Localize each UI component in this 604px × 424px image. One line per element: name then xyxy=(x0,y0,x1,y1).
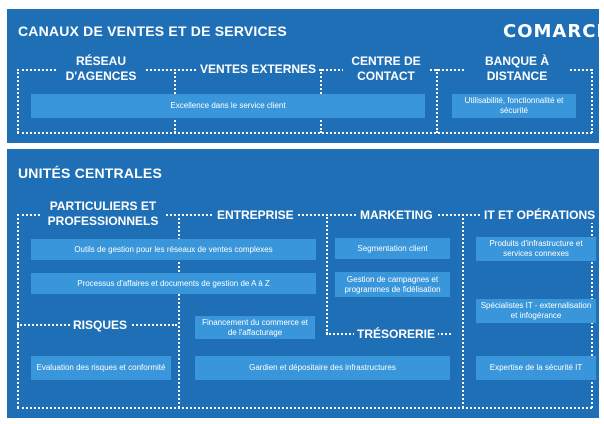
box-produits-infrastructure: Produits d'infrastructure et services co… xyxy=(476,237,596,261)
units-dotted-left-line xyxy=(17,214,19,408)
core-units-title: UNITÉS CENTRALES xyxy=(18,165,162,181)
channels-divider-3 xyxy=(436,69,438,133)
units-divider-2 xyxy=(326,214,328,334)
category-particuliers-professionnels: PARTICULIERS ET PROFESSIONNELS xyxy=(40,199,166,229)
category-it-operations: IT ET OPÉRATIONS xyxy=(481,208,599,223)
units-dotted-bottom-line xyxy=(17,407,592,409)
units-dotted-top-line xyxy=(17,214,592,216)
units-divider-1 xyxy=(178,214,180,408)
channels-dotted-left-line xyxy=(17,69,19,133)
category-marketing: MARKETING xyxy=(357,208,436,223)
category-risques: RISQUES xyxy=(70,318,131,333)
box-excellence-service-client: Excellence dans le service client xyxy=(31,94,425,118)
channels-dotted-bottom-line xyxy=(17,132,592,134)
box-financement-commerce: Financement du commerce et de l'affactur… xyxy=(195,316,315,339)
sales-channels-title: CANAUX DE VENTES ET DE SERVICES xyxy=(18,23,287,39)
box-utilisabilite: Utilisabilité, fonctionnalité et sécurit… xyxy=(452,94,576,118)
comarch-logo: COMARCH xyxy=(503,21,604,42)
box-processus-affaires: Processus d'affaires et documents de ges… xyxy=(31,273,316,294)
box-gestion-campagnes: Gestion de campagnes et programmes de fi… xyxy=(335,272,450,297)
category-entreprise: ENTREPRISE xyxy=(214,208,297,223)
category-reseau-agences: RÉSEAU D'AGENCES xyxy=(58,54,144,84)
box-specialistes-it: Spécialistes IT - externalisation et inf… xyxy=(476,299,596,323)
channels-dotted-right-line xyxy=(591,69,593,133)
box-gardien-depositaire: Gardien et dépositaire des infrastructur… xyxy=(195,356,450,380)
units-divider-3 xyxy=(462,214,464,408)
box-expertise-securite: Expertise de la sécurité IT xyxy=(476,356,596,380)
category-banque-distance: BANQUE À DISTANCE xyxy=(464,54,570,84)
category-centre-contact: CENTRE DE CONTACT xyxy=(343,54,429,84)
box-outils-gestion: Outils de gestion pour les réseaux de ve… xyxy=(31,239,316,260)
box-evaluation-risques: Evaluation des risques et conformité xyxy=(31,356,171,380)
category-tresorerie: TRÉSORERIE xyxy=(354,327,439,342)
category-ventes-externes: VENTES EXTERNES xyxy=(197,62,320,77)
box-segmentation-client: Segmentation client xyxy=(335,238,450,259)
